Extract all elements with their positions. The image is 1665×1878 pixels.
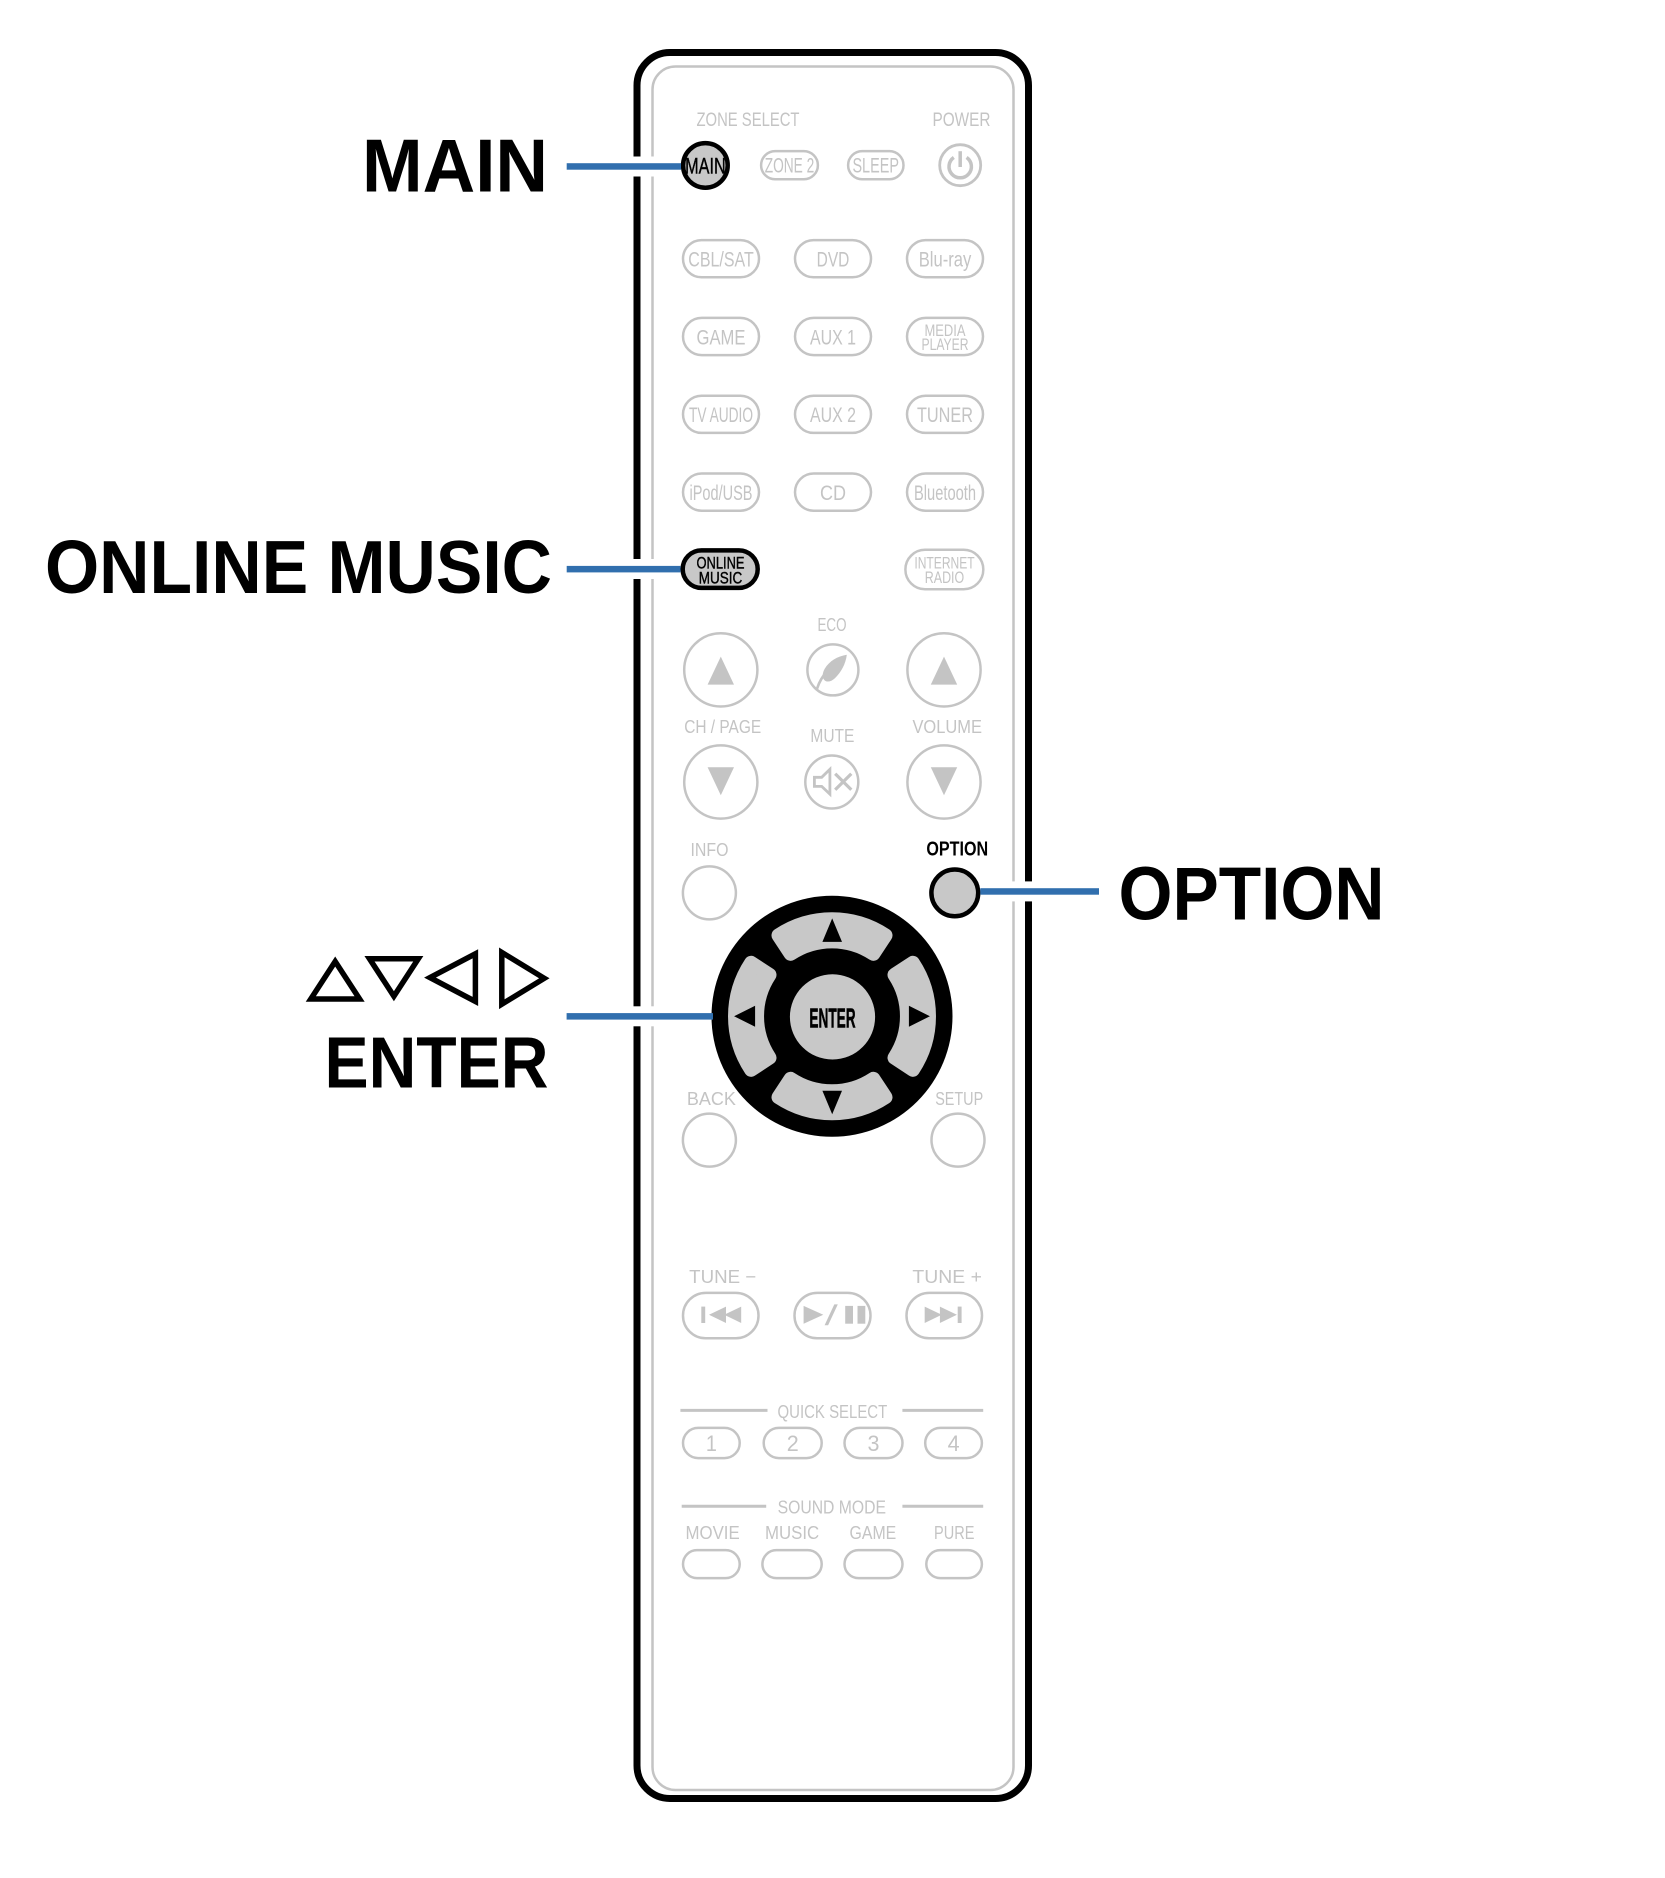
svg-text:MOVIE: MOVIE [686, 1522, 740, 1543]
svg-text:3: 3 [868, 1431, 880, 1456]
svg-text:PURE: PURE [934, 1522, 974, 1543]
svg-text:OPTION: OPTION [1119, 852, 1385, 936]
svg-text:INTERNET: INTERNET [914, 555, 974, 573]
svg-text:TUNE −: TUNE − [689, 1266, 756, 1287]
svg-text:ZONE SELECT: ZONE SELECT [697, 109, 800, 131]
svg-text:MEDIA: MEDIA [925, 322, 966, 340]
svg-text:TUNE +: TUNE + [912, 1266, 982, 1287]
svg-text:BACK: BACK [687, 1088, 737, 1109]
svg-text:DVD: DVD [817, 248, 850, 272]
svg-text:SOUND MODE: SOUND MODE [778, 1497, 886, 1518]
svg-text:MAIN: MAIN [362, 124, 548, 208]
svg-text:MAIN: MAIN [685, 153, 726, 178]
svg-text:TUNER: TUNER [917, 403, 973, 427]
svg-text:iPod/USB: iPod/USB [690, 481, 753, 505]
svg-text:CD: CD [820, 481, 846, 505]
svg-text:RADIO: RADIO [925, 569, 964, 587]
svg-text:Bluetooth: Bluetooth [914, 481, 976, 505]
svg-text:AUX 2: AUX 2 [810, 403, 856, 427]
svg-text:2: 2 [787, 1431, 799, 1456]
svg-text:AUX 1: AUX 1 [810, 325, 856, 349]
svg-text:VOLUME: VOLUME [912, 716, 982, 737]
svg-text:GAME: GAME [697, 325, 746, 349]
svg-text:QUICK SELECT: QUICK SELECT [778, 1401, 888, 1422]
svg-text:SLEEP: SLEEP [852, 155, 899, 178]
svg-text:MUSIC: MUSIC [765, 1522, 819, 1543]
svg-text:ECO: ECO [818, 614, 847, 635]
svg-text:ENTER: ENTER [809, 1002, 855, 1033]
svg-text:MUTE: MUTE [810, 725, 854, 746]
svg-text:GAME: GAME [850, 1522, 897, 1543]
svg-text:TV AUDIO: TV AUDIO [689, 403, 753, 427]
svg-text:4: 4 [948, 1431, 960, 1456]
svg-text:ONLINE MUSIC: ONLINE MUSIC [45, 525, 552, 609]
svg-text:POWER: POWER [933, 109, 991, 131]
svg-text:OPTION: OPTION [926, 837, 988, 860]
svg-text:ONLINE: ONLINE [697, 554, 745, 572]
svg-text:CBL/SAT: CBL/SAT [688, 248, 753, 272]
svg-text:Blu-ray: Blu-ray [919, 248, 972, 272]
svg-text:INFO: INFO [691, 839, 729, 860]
svg-text:MUSIC: MUSIC [699, 570, 743, 588]
svg-text:ENTER: ENTER [325, 1023, 549, 1103]
svg-text:SETUP: SETUP [935, 1088, 983, 1109]
svg-text:CH / PAGE: CH / PAGE [684, 716, 761, 737]
svg-text:ZONE 2: ZONE 2 [765, 155, 815, 178]
svg-text:PLAYER: PLAYER [922, 336, 969, 354]
svg-text:1: 1 [706, 1431, 717, 1456]
